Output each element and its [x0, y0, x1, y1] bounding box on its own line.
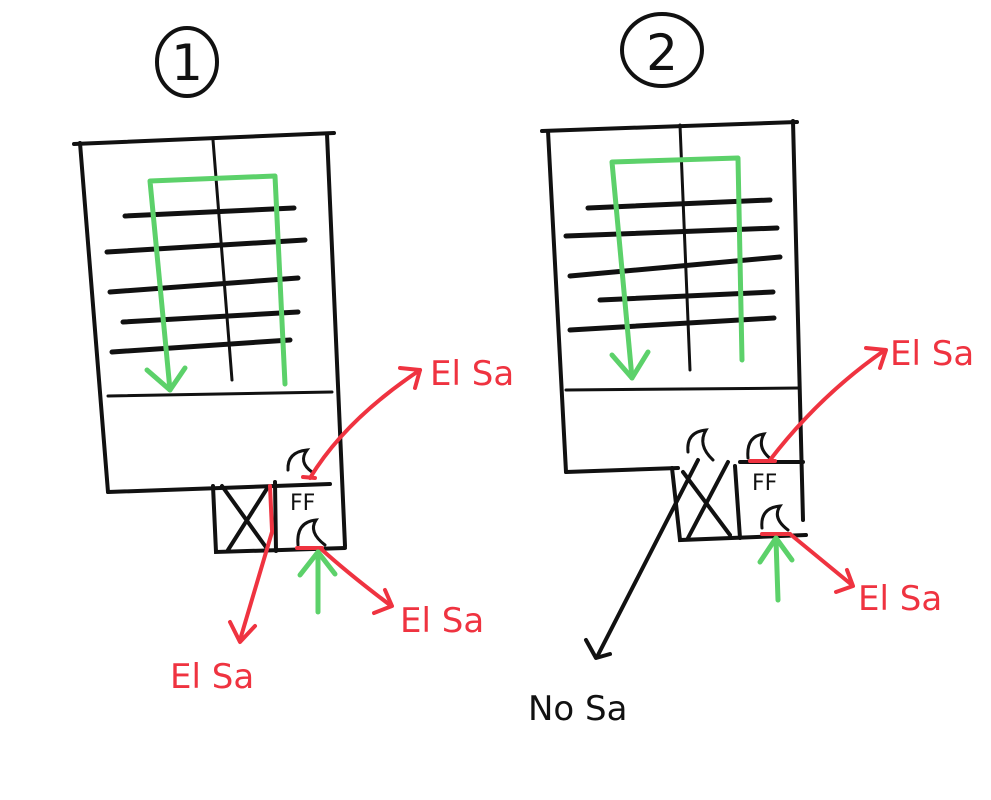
panel-2-ff-label: FF: [752, 471, 777, 496]
panel-2-door-box: [670, 460, 808, 543]
panel-2: 2 FF: [528, 12, 974, 729]
panel-1-door-swings: [286, 448, 327, 547]
panel-2-door-swings: [686, 428, 790, 532]
panel-1: 1 FF: [72, 26, 514, 697]
panel-1-number-circle: [155, 26, 219, 98]
panel-2-building: [540, 119, 805, 522]
panel-1-label-bottom: El Sa: [170, 657, 254, 697]
panel-1-entry-arrow: [297, 549, 338, 615]
panel-1-number: 1: [171, 34, 203, 92]
panel-1-shelves: [104, 205, 308, 355]
panel-2-label-top: El Sa: [890, 334, 974, 374]
panel-2-blocked-arrow: [584, 458, 700, 660]
panel-2-number-circle: [620, 12, 704, 88]
panel-2-number: 2: [646, 24, 678, 82]
panel-1-label-right: El Sa: [400, 601, 484, 641]
panel-1-door-box: [211, 480, 347, 555]
panel-2-label-right: El Sa: [858, 579, 942, 619]
panel-1-route: [144, 173, 288, 393]
panel-1-label-top: El Sa: [430, 354, 514, 394]
panel-2-entry-arrow: [757, 535, 795, 603]
panel-2-exit-arrows: [748, 346, 888, 594]
panel-2-shelves: [563, 197, 783, 333]
panel-2-label-no: No Sa: [528, 689, 627, 729]
panel-1-building: [72, 131, 347, 548]
panel-1-exit-arrows: [228, 366, 422, 644]
panel-1-ff-label: FF: [290, 491, 315, 516]
panel-2-route: [609, 155, 745, 381]
